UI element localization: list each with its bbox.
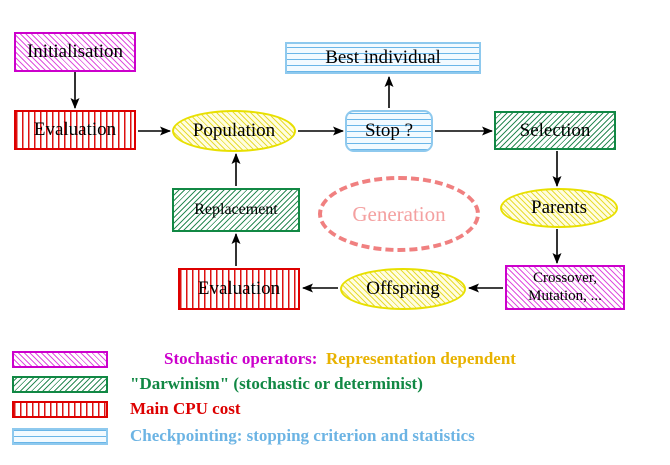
node-replacement-label: Replacement [194, 200, 278, 218]
legend-label-stochastic-operators: Stochastic operators: [164, 349, 318, 368]
node-generation-label: Generation [352, 201, 446, 226]
node-population[interactable]: Population [172, 110, 296, 152]
node-evaluation-top[interactable]: Evaluation [14, 110, 136, 150]
legend-label-darwinism: "Darwinism" (stochastic or determinist) [130, 374, 423, 393]
node-best-individual-label: Best individual [325, 47, 441, 69]
legend-label-main-cpu-cost: Main CPU cost [130, 399, 241, 418]
node-parents[interactable]: Parents [500, 188, 618, 228]
legend-swatch-darwinism [12, 375, 108, 393]
node-evaluation-top-label: Evaluation [33, 119, 117, 141]
node-replacement[interactable]: Replacement [172, 188, 300, 232]
legend: Stochastic operators: Representation dep… [0, 338, 670, 465]
legend-swatch-main-cpu-cost [12, 400, 108, 418]
legend-item-main-cpu-cost: Main CPU cost [12, 398, 240, 420]
node-initialisation-label: Initialisation [26, 41, 124, 63]
node-generation-annotation: Generation [318, 176, 480, 252]
legend-label-representation-dependent: Representation dependent [317, 349, 516, 368]
node-offspring-label: Offspring [366, 278, 440, 300]
node-stop[interactable]: Stop ? [345, 110, 433, 152]
legend-item-checkpointing: Checkpointing: stopping criterion and st… [12, 425, 475, 447]
node-initialisation[interactable]: Initialisation [14, 32, 136, 72]
node-selection-label: Selection [519, 119, 591, 141]
node-crossover-mutation[interactable]: Crossover, Mutation, ... [505, 265, 625, 310]
node-crossover-mutation-label: Crossover, Mutation, ... [528, 270, 602, 304]
legend-swatch-stochastic-operators [12, 350, 108, 368]
node-stop-label: Stop ? [364, 120, 414, 142]
node-best-individual[interactable]: Best individual [285, 42, 481, 74]
node-parents-label: Parents [531, 197, 587, 219]
legend-swatch-checkpointing [12, 427, 108, 445]
node-selection[interactable]: Selection [494, 111, 616, 150]
node-offspring[interactable]: Offspring [340, 268, 466, 310]
legend-label-checkpointing: Checkpointing: stopping criterion and st… [130, 426, 475, 445]
node-evaluation-bottom[interactable]: Evaluation [178, 268, 300, 310]
legend-item-darwinism: "Darwinism" (stochastic or determinist) [12, 373, 423, 395]
node-evaluation-bottom-label: Evaluation [197, 278, 281, 300]
node-population-label: Population [192, 120, 276, 142]
legend-item-stochastic-operators: Stochastic operators: Representation dep… [12, 348, 516, 370]
